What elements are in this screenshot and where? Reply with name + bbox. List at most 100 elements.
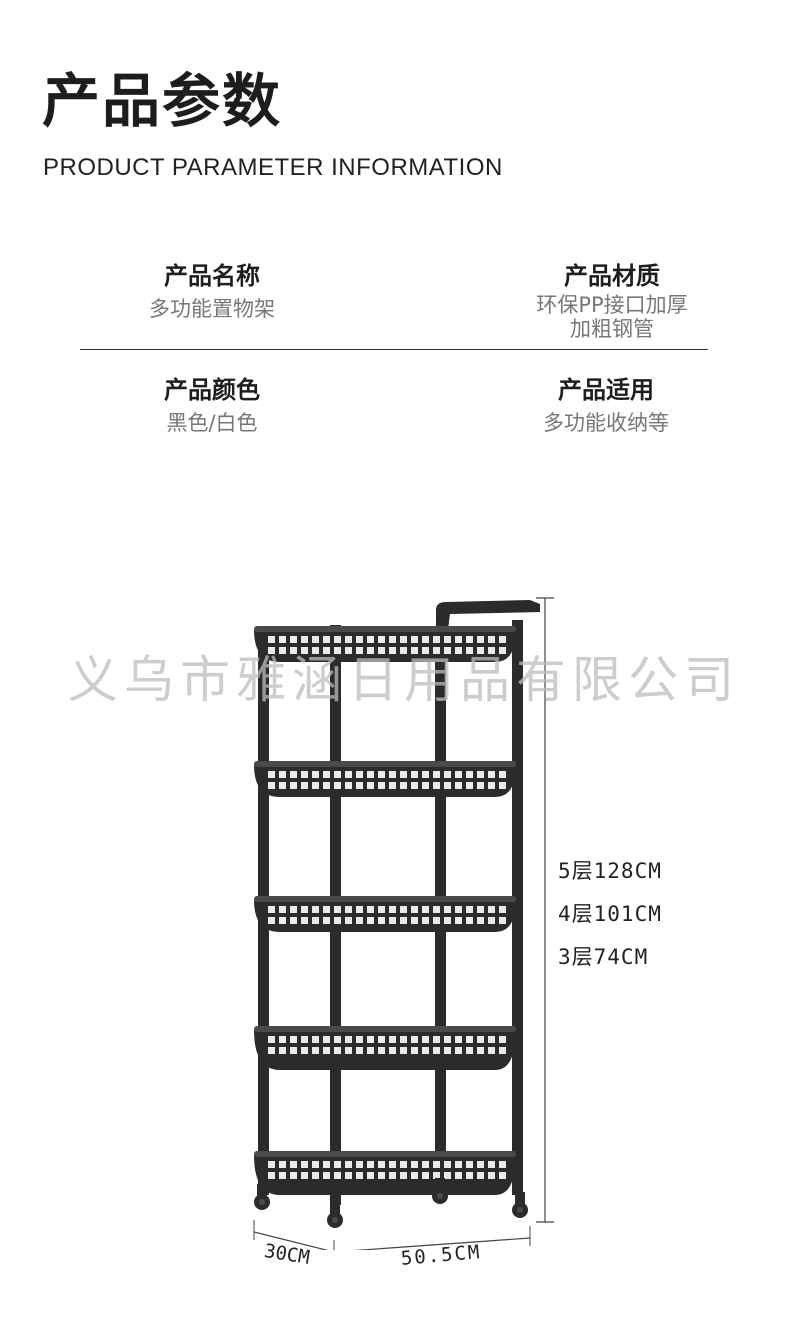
rack-basket-slot — [323, 906, 330, 913]
rack-basket-slot — [356, 1047, 363, 1054]
rack-basket-slot — [433, 1036, 440, 1043]
rack-basket-slot — [345, 906, 352, 913]
rack-basket-rim — [254, 896, 516, 902]
rack-basket-slot — [411, 1047, 418, 1054]
rack-basket-slot — [301, 647, 308, 654]
rack-basket-slot — [268, 771, 275, 778]
rack-basket-slot — [433, 647, 440, 654]
rack-basket-slot — [477, 906, 484, 913]
rack-basket-slot — [389, 906, 396, 913]
wheel-hub — [332, 1217, 338, 1223]
rack-basket-slot — [378, 1172, 385, 1179]
param-product-name: 产品名称 多功能置物架 — [82, 262, 342, 321]
rack-basket-slot — [455, 1036, 462, 1043]
rack-basket-slot — [356, 906, 363, 913]
rack-basket-slot — [301, 917, 308, 924]
rack-basket-slot — [400, 647, 407, 654]
rack-basket-slot — [367, 906, 374, 913]
rack-basket-slot — [455, 636, 462, 643]
rack-basket-slot — [345, 1036, 352, 1043]
rack-basket-slot — [455, 1172, 462, 1179]
rack-basket-slot — [356, 1161, 363, 1168]
param-label: 产品适用 — [558, 376, 654, 404]
rack-basket-slot — [312, 636, 319, 643]
rack-basket-slot — [356, 771, 363, 778]
rack-basket-slot — [488, 1036, 495, 1043]
rack-basket-slot — [433, 636, 440, 643]
rack-basket-slot — [400, 1172, 407, 1179]
rack-basket-slot — [422, 917, 429, 924]
rack-basket-slot — [378, 917, 385, 924]
rack-basket-slot — [499, 917, 506, 924]
rack-basket-slot — [290, 636, 297, 643]
param-label: 产品名称 — [164, 262, 260, 290]
rack-basket-slot — [477, 1172, 484, 1179]
rack-basket-slot — [334, 782, 341, 789]
product-rack-image — [253, 597, 554, 1250]
rack-basket-slot — [389, 1036, 396, 1043]
rack-basket-slot — [411, 782, 418, 789]
rack-basket-slot — [378, 636, 385, 643]
rack-basket-slot — [268, 1036, 275, 1043]
rack-basket-slot — [334, 1047, 341, 1054]
rack-basket-slot — [466, 917, 473, 924]
rack-basket-slot — [356, 1036, 363, 1043]
rack-basket-slot — [323, 1172, 330, 1179]
wheel-bracket — [330, 1202, 340, 1218]
param-value: 环保PP接口加厚 加粗钢管 — [482, 293, 742, 341]
rack-basket-slot — [477, 1036, 484, 1043]
rack-basket-slot — [323, 1047, 330, 1054]
rack-basket-rim — [254, 1026, 516, 1032]
rack-basket-slot — [279, 1172, 286, 1179]
rack-basket-slot — [323, 1161, 330, 1168]
rack-basket-slot — [367, 1172, 374, 1179]
rack-basket-slot — [433, 782, 440, 789]
rack-basket-slot — [411, 1172, 418, 1179]
rack-basket-slot — [356, 917, 363, 924]
rack-basket-slot — [378, 1036, 385, 1043]
spec-tier4-height: 4层101CM — [558, 902, 662, 926]
rack-basket-slot — [499, 1161, 506, 1168]
rack-basket-slot — [378, 782, 385, 789]
rack-basket-slot — [378, 1161, 385, 1168]
rack-basket-slot — [499, 1047, 506, 1054]
rack-basket-slot — [488, 647, 495, 654]
rack-basket-slot — [268, 782, 275, 789]
rack-basket-slot — [444, 917, 451, 924]
rack-basket-rim — [254, 626, 516, 632]
rack-basket-slot — [411, 906, 418, 913]
rack-basket-slot — [367, 1047, 374, 1054]
rack-basket-slot — [279, 917, 286, 924]
rack-basket-slot — [268, 636, 275, 643]
rack-basket-slot — [455, 917, 462, 924]
rack-basket-slot — [444, 906, 451, 913]
rack-basket-slot — [279, 771, 286, 778]
rack-basket-slot — [345, 1172, 352, 1179]
rack-basket-slot — [466, 906, 473, 913]
rack-basket-slot — [466, 647, 473, 654]
rack-basket-slot — [290, 917, 297, 924]
rack-basket-slot — [411, 647, 418, 654]
rack-basket-slot — [466, 1047, 473, 1054]
rack-basket-slot — [444, 1036, 451, 1043]
rack-basket-slot — [477, 782, 484, 789]
param-value-line: 环保PP接口加厚 — [536, 292, 688, 317]
rack-basket-slot — [433, 917, 440, 924]
rack-basket-slot — [312, 1036, 319, 1043]
rack-basket-slot — [477, 636, 484, 643]
rack-basket-slot — [334, 636, 341, 643]
rack-basket-slot — [389, 1161, 396, 1168]
rack-basket-slot — [334, 1161, 341, 1168]
rack-basket-slot — [312, 917, 319, 924]
rack-basket-slot — [323, 917, 330, 924]
param-product-color: 产品颜色 黑色/白色 — [82, 376, 342, 435]
rack-basket-slot — [422, 1047, 429, 1054]
rack-basket-slot — [378, 771, 385, 778]
rack-basket-slot — [367, 782, 374, 789]
rack-basket-slot — [488, 636, 495, 643]
rack-basket-slot — [334, 1036, 341, 1043]
rack-basket-slot — [411, 636, 418, 643]
rack-basket-slot — [444, 782, 451, 789]
rack-leg — [512, 620, 523, 1195]
rack-basket-slot — [345, 771, 352, 778]
